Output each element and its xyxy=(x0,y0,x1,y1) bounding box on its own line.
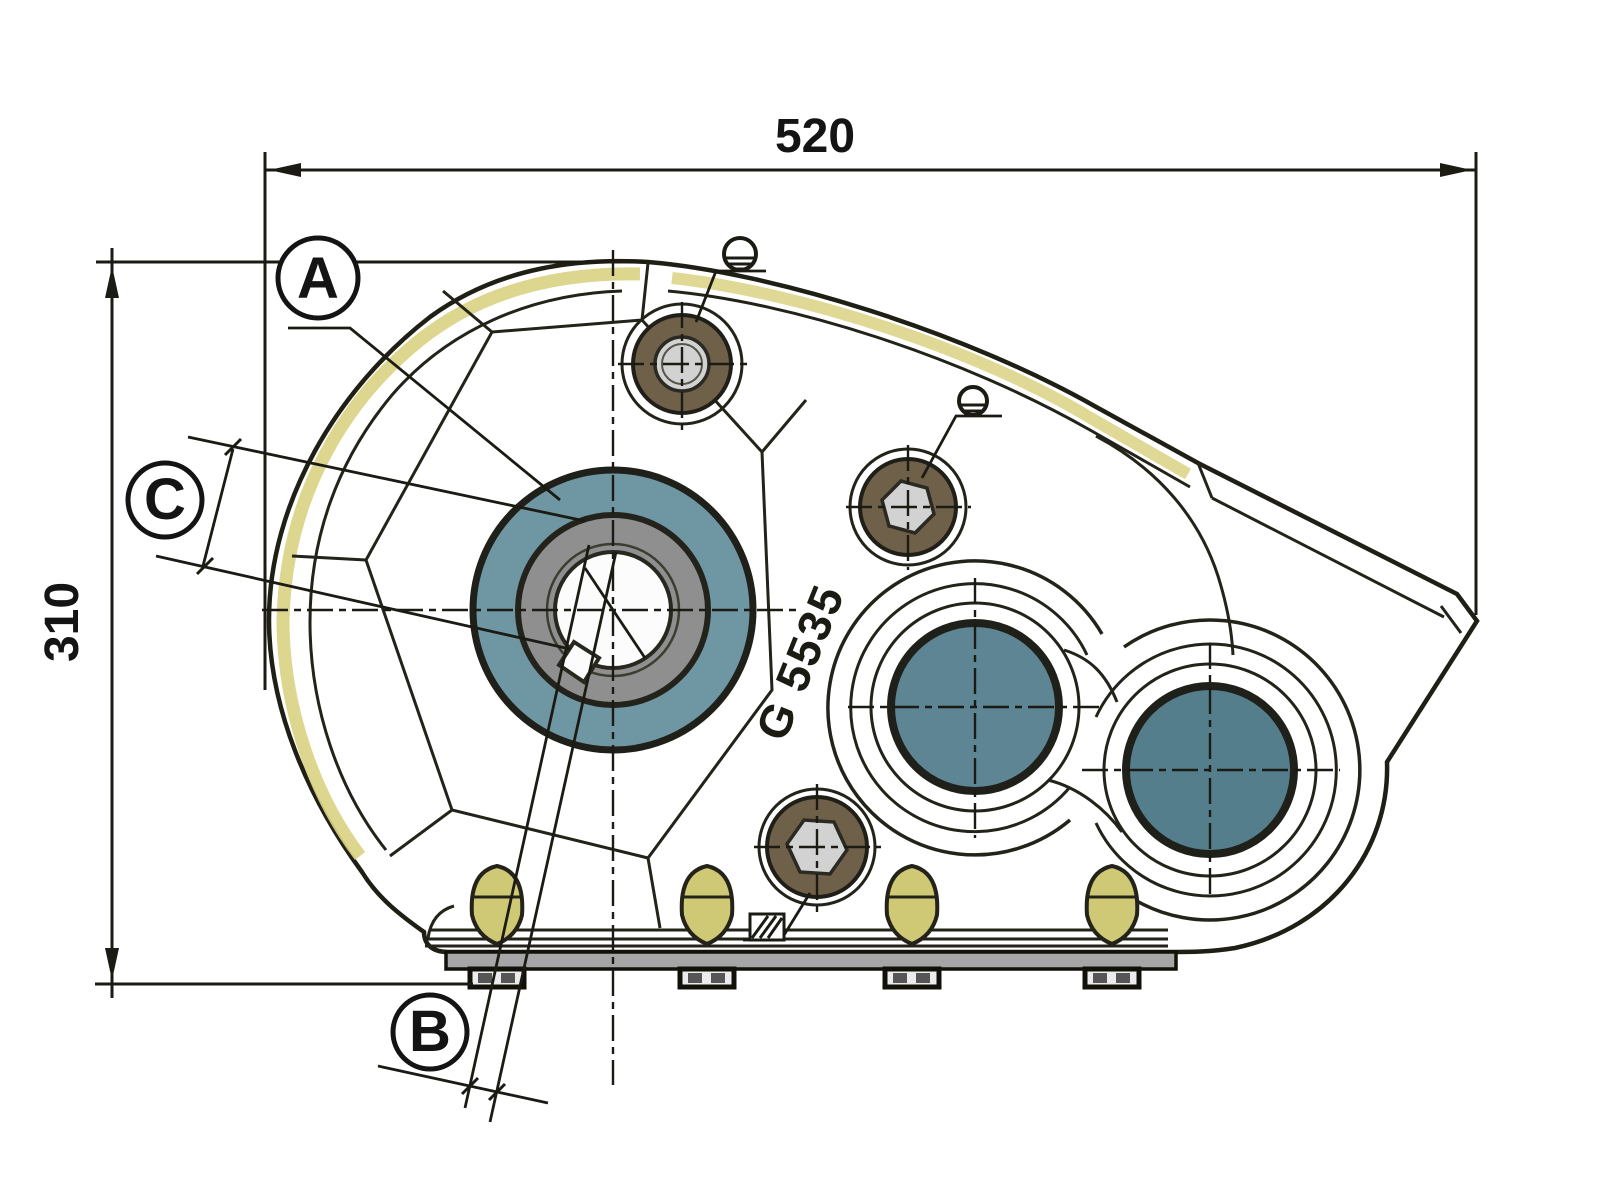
callout-construction-lines xyxy=(155,326,647,1123)
breather-symbol-top xyxy=(694,236,766,323)
rim-highlight xyxy=(276,267,641,860)
callout-c-label: C xyxy=(144,467,186,532)
dim-width-text: 520 xyxy=(775,110,855,163)
housing-silhouette xyxy=(266,258,1480,955)
dimension-width-520: 520 xyxy=(263,110,1478,690)
bore-waist-curves xyxy=(1047,648,1124,833)
callout-b-label: B xyxy=(409,999,451,1064)
mount-flange-lines xyxy=(1095,434,1463,656)
callout-b: B xyxy=(390,992,470,1072)
model-label: G 5535 xyxy=(745,577,854,748)
callout-a-label: A xyxy=(297,246,339,311)
base-rail xyxy=(444,950,1178,971)
mounting-bosses xyxy=(469,863,1140,947)
centerlines xyxy=(262,250,1340,1085)
breather-symbol-right xyxy=(920,385,1002,479)
base-flange-lines xyxy=(425,904,1168,948)
slope-highlight xyxy=(671,272,1191,480)
drain-symbol-bottom xyxy=(743,892,812,942)
dimension-height-310: 310 xyxy=(36,248,645,998)
callout-c: C xyxy=(125,460,205,540)
callout-a: A xyxy=(275,235,361,321)
mounting-feet xyxy=(467,966,1142,990)
gearbox-housing xyxy=(266,258,1480,955)
rim-inset-line xyxy=(308,289,623,851)
dim-height-text: 310 xyxy=(36,582,89,662)
slope-inset-line xyxy=(667,289,1191,489)
